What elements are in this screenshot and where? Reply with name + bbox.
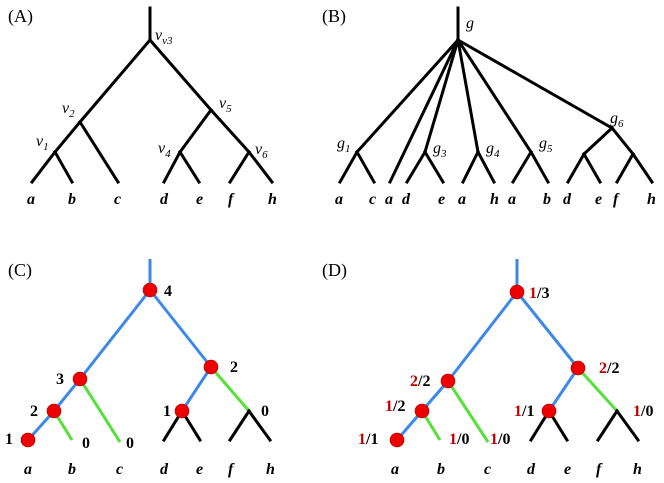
node-value: 1/3 xyxy=(529,285,549,302)
leaf-label: d xyxy=(402,191,411,208)
node-value: 2 xyxy=(230,359,238,376)
tree-node xyxy=(414,403,430,419)
node-value: 3 xyxy=(56,371,64,388)
tree-node xyxy=(509,284,525,300)
node-value: 1/0 xyxy=(633,403,653,420)
leaf-label: e xyxy=(564,461,571,478)
tree-node xyxy=(142,282,158,298)
panel-c-label: (C) xyxy=(8,260,32,281)
node-value: 2/2 xyxy=(599,360,619,377)
tree-b-edges xyxy=(337,6,655,185)
vertex-v2-label: v2 xyxy=(62,100,75,120)
leaf-label: d xyxy=(563,191,572,208)
vertex-v1-label: v1 xyxy=(36,133,49,153)
leaf-label: b xyxy=(543,191,551,208)
tree-node xyxy=(174,403,190,419)
leaf-label: b xyxy=(437,461,445,478)
subtree-g5-label: g5 xyxy=(539,135,553,155)
tree-d-values: 1/3 2/2 1/2 1/1 1/0 1/0 2/2 1/1 1/0 xyxy=(358,285,653,448)
vertex-v4-label: v4 xyxy=(158,140,171,160)
leaf-label: d xyxy=(527,461,536,478)
leaf-label: e xyxy=(196,461,203,478)
panel-b-label: (B) xyxy=(322,6,346,27)
vertex-v3-label: vv3 xyxy=(155,27,173,47)
node-value: 1/1 xyxy=(514,403,534,420)
node-value: 0 xyxy=(126,435,134,452)
leaf-label: d xyxy=(160,461,169,478)
leaf-label: a xyxy=(335,191,343,208)
leaf-label: c xyxy=(484,461,491,478)
panel-c: (C) 4 3 2 1 xyxy=(5,259,275,478)
subtree-g3-label: g3 xyxy=(433,140,447,160)
leaf-label: a xyxy=(391,461,399,478)
leaf-label: h xyxy=(633,461,642,478)
leaf-label: e xyxy=(438,191,445,208)
panel-d: (D) 1/3 2/2 1/2 1/ xyxy=(322,259,653,478)
leaf-label: a xyxy=(508,191,516,208)
leaf-label: a xyxy=(458,191,466,208)
tree-node xyxy=(203,359,219,375)
tree-b-leaves: a c a d e a h a b d e f h xyxy=(335,191,656,208)
tree-node xyxy=(541,403,557,419)
leaf-label: e xyxy=(595,191,602,208)
leaf-label: a xyxy=(385,191,393,208)
panel-a: (A) vv3 v2 v1 v5 v4 v6 a b c d e f xyxy=(8,6,277,208)
tree-c-values: 4 3 2 1 0 0 2 1 0 xyxy=(5,283,269,452)
subtree-g1-label: g1 xyxy=(337,135,351,155)
leaf-label: c xyxy=(114,191,121,208)
node-value: 1 xyxy=(5,431,13,448)
tree-c-edges xyxy=(26,259,273,443)
leaf-label: h xyxy=(490,191,499,208)
leaf-label: e xyxy=(196,191,203,208)
tree-node xyxy=(20,432,36,448)
leaf-label: h xyxy=(266,461,275,478)
node-value: 4 xyxy=(164,283,172,300)
node-value: 1/1 xyxy=(358,431,378,448)
subtree-g4-label: g4 xyxy=(486,140,500,160)
leaf-label: f xyxy=(613,191,620,208)
leaf-label: f xyxy=(596,461,603,478)
node-value: 1/2 xyxy=(385,398,405,415)
tree-a-edges xyxy=(29,6,275,185)
tree-c-nodes xyxy=(20,282,219,448)
leaf-label: b xyxy=(68,461,76,478)
tree-d-leaves: a b c d e f h xyxy=(391,461,642,478)
tree-node xyxy=(46,403,62,419)
node-value: 0 xyxy=(261,403,269,420)
leaf-label: h xyxy=(268,191,277,208)
leaf-label: f xyxy=(228,461,235,478)
panel-a-label: (A) xyxy=(8,6,33,27)
root-g-label: g xyxy=(466,15,474,32)
leaf-label: d xyxy=(160,191,169,208)
leaf-label: a xyxy=(27,191,35,208)
leaf-label: b xyxy=(68,191,76,208)
tree-node xyxy=(72,371,88,387)
node-value: 1 xyxy=(163,403,171,420)
node-value: 2 xyxy=(30,403,38,420)
panel-d-label: (D) xyxy=(322,260,347,281)
node-value: 1/0 xyxy=(449,431,469,448)
tree-a-leaves: a b c d e f h xyxy=(27,191,277,208)
tree-node xyxy=(570,360,586,376)
leaf-label: f xyxy=(228,191,235,208)
tree-c-leaves: a b c d e f h xyxy=(24,461,275,478)
leaf-label: c xyxy=(116,461,123,478)
tree-node xyxy=(389,432,405,448)
leaf-label: a xyxy=(24,461,32,478)
tree-node xyxy=(440,373,456,389)
panel-b: (B) g g1 g3 g4 g5 g xyxy=(322,6,656,208)
leaf-label: h xyxy=(647,191,656,208)
tree-d-nodes xyxy=(389,284,586,448)
vertex-v6-label: v6 xyxy=(255,141,268,161)
node-value: 2/2 xyxy=(410,373,430,390)
node-value: 0 xyxy=(82,435,90,452)
vertex-v5-label: v5 xyxy=(219,95,232,115)
leaf-label: c xyxy=(369,191,376,208)
node-value: 1/0 xyxy=(490,431,510,448)
